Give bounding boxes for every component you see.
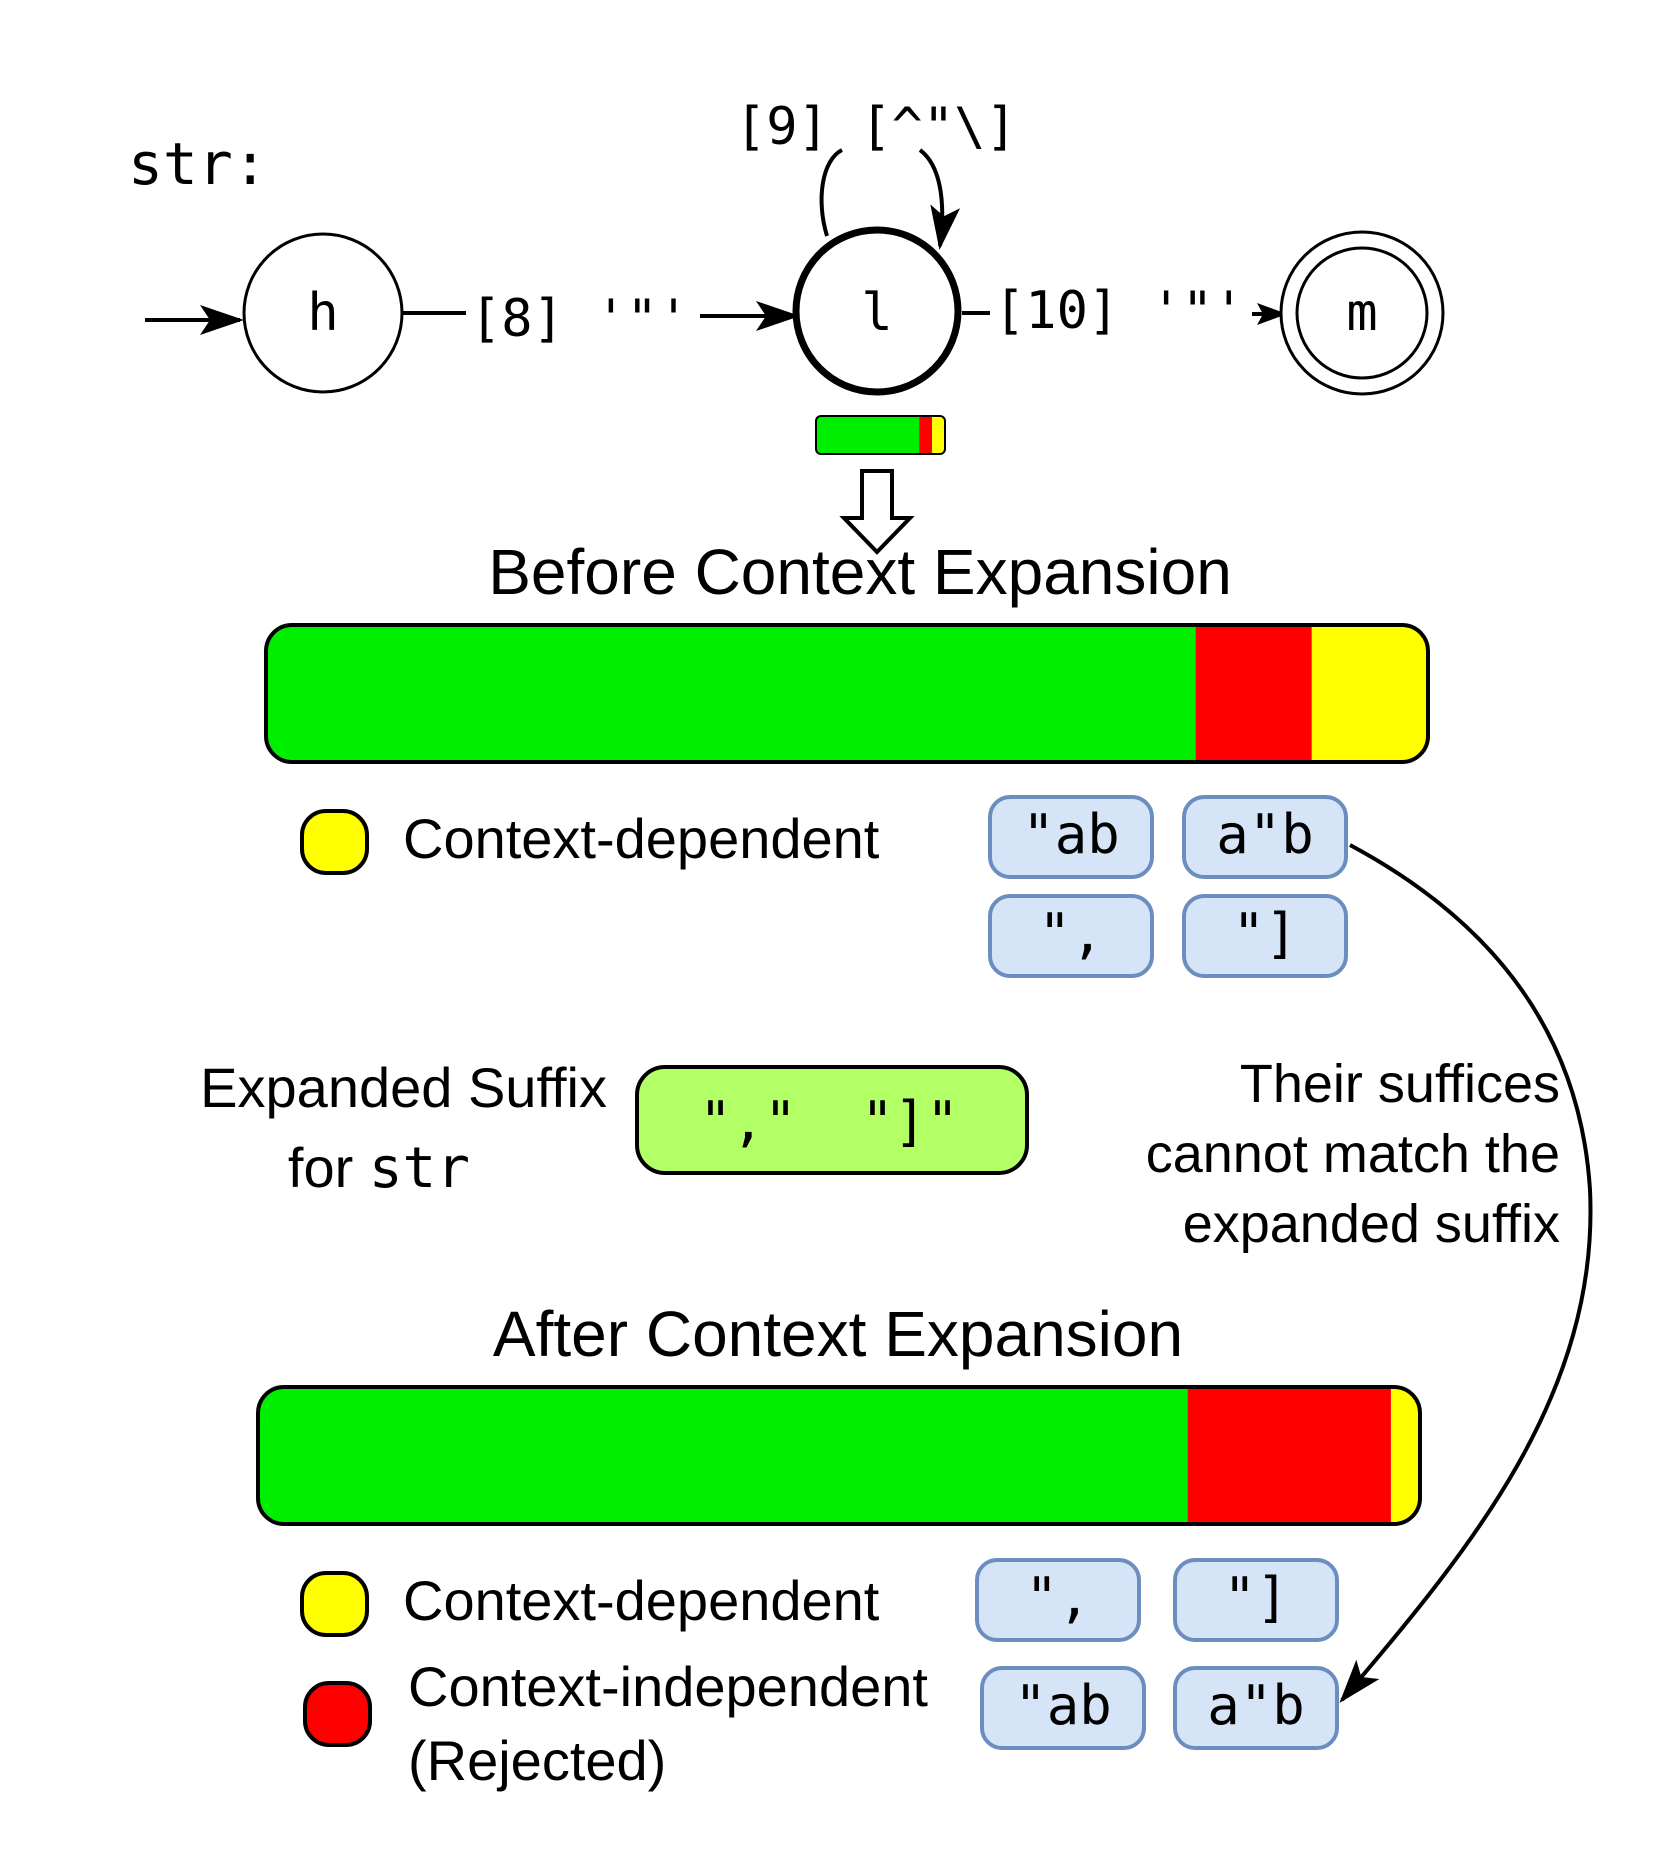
suffix-label-line2: for str [288,1136,470,1201]
before-title: Before Context Expansion [488,536,1232,608]
before-mask-context-dependent [1311,625,1428,762]
before-mask-rejected [1195,625,1312,762]
before-token-quote-bracket: "] [1182,894,1348,978]
before-legend-swatch-dependent [300,809,369,875]
after-legend-swatch-independent [303,1681,372,1747]
state-m-label: m [1346,283,1377,343]
suffix-label-line1: Expanded Suffix [200,1056,607,1119]
transition-h-l-label: [8] '"' [470,289,689,349]
state-h-label: h [307,283,338,343]
suffix-mismatch-arrow [1339,843,1593,1704]
before-mask-bar [264,623,1430,764]
before-token-a-quote-b: a"b [1182,795,1348,879]
state-h: h [242,232,404,394]
after-mask-bar [256,1385,1422,1526]
after-mask-bar-fill [258,1387,1420,1524]
after-token-a-quote-b-label: a"b [1207,1674,1305,1737]
before-token-quote-comma-label: ", [1038,902,1103,965]
after-token-quote-comma: ", [975,1558,1141,1642]
after-token-quote-comma-label: ", [1025,1566,1090,1629]
note-line1: Their suffices [1240,1054,1560,1114]
mini-mask-accepted [816,416,920,454]
mini-mask-bar-fill [816,416,945,454]
note-line3: expanded suffix [1183,1194,1560,1254]
after-legend-swatch-dependent [300,1571,369,1637]
self-loop-in [918,148,961,250]
after-token-quote-bracket-label: "] [1223,1566,1288,1629]
after-legend-label-independent: Context-independent [408,1655,928,1718]
self-loop-out [819,148,844,237]
state-m: m [1279,230,1445,396]
mini-mask-context-dependent [932,416,945,454]
before-mask-accepted [266,625,1196,762]
state-l-label: l [861,283,892,343]
before-token-a-quote-b-label: a"b [1216,803,1314,866]
after-token-quote-bracket: "] [1173,1558,1339,1642]
before-token-quote-comma: ", [988,894,1154,978]
after-title: After Context Expansion [493,1298,1183,1370]
after-mask-context-dependent [1390,1387,1420,1524]
after-legend-label-rejected: (Rejected) [408,1729,666,1792]
expanded-suffix-box: "," "]" [635,1065,1029,1175]
mini-mask-bar [815,415,946,455]
note-line2: cannot match the [1146,1124,1560,1184]
after-token-a-quote-b: a"b [1173,1666,1339,1750]
before-legend-label-dependent: Context-dependent [403,807,880,870]
mini-mask-rejected [919,416,933,454]
state-l: l [792,226,962,396]
suffix-value-1: "," [699,1090,797,1153]
after-mask-accepted [258,1387,1188,1524]
after-token-ab-label: "ab [1014,1674,1112,1737]
expand-down-arrow-icon [839,469,915,555]
before-mask-bar-fill [266,625,1428,762]
after-legend-label-dependent: Context-dependent [403,1569,880,1632]
before-token-ab: "ab [988,795,1154,879]
transition-l-m-label: [10] '"' [994,281,1244,341]
before-token-quote-bracket-label: "] [1232,902,1297,965]
after-token-ab: "ab [980,1666,1146,1750]
before-token-ab-label: "ab [1022,803,1120,866]
after-mask-rejected [1187,1387,1391,1524]
transition-self-label: [9] [^"\] [735,97,1017,157]
suffix-value-2: "]" [861,1090,959,1153]
fsm-name-label: str: [128,130,268,198]
